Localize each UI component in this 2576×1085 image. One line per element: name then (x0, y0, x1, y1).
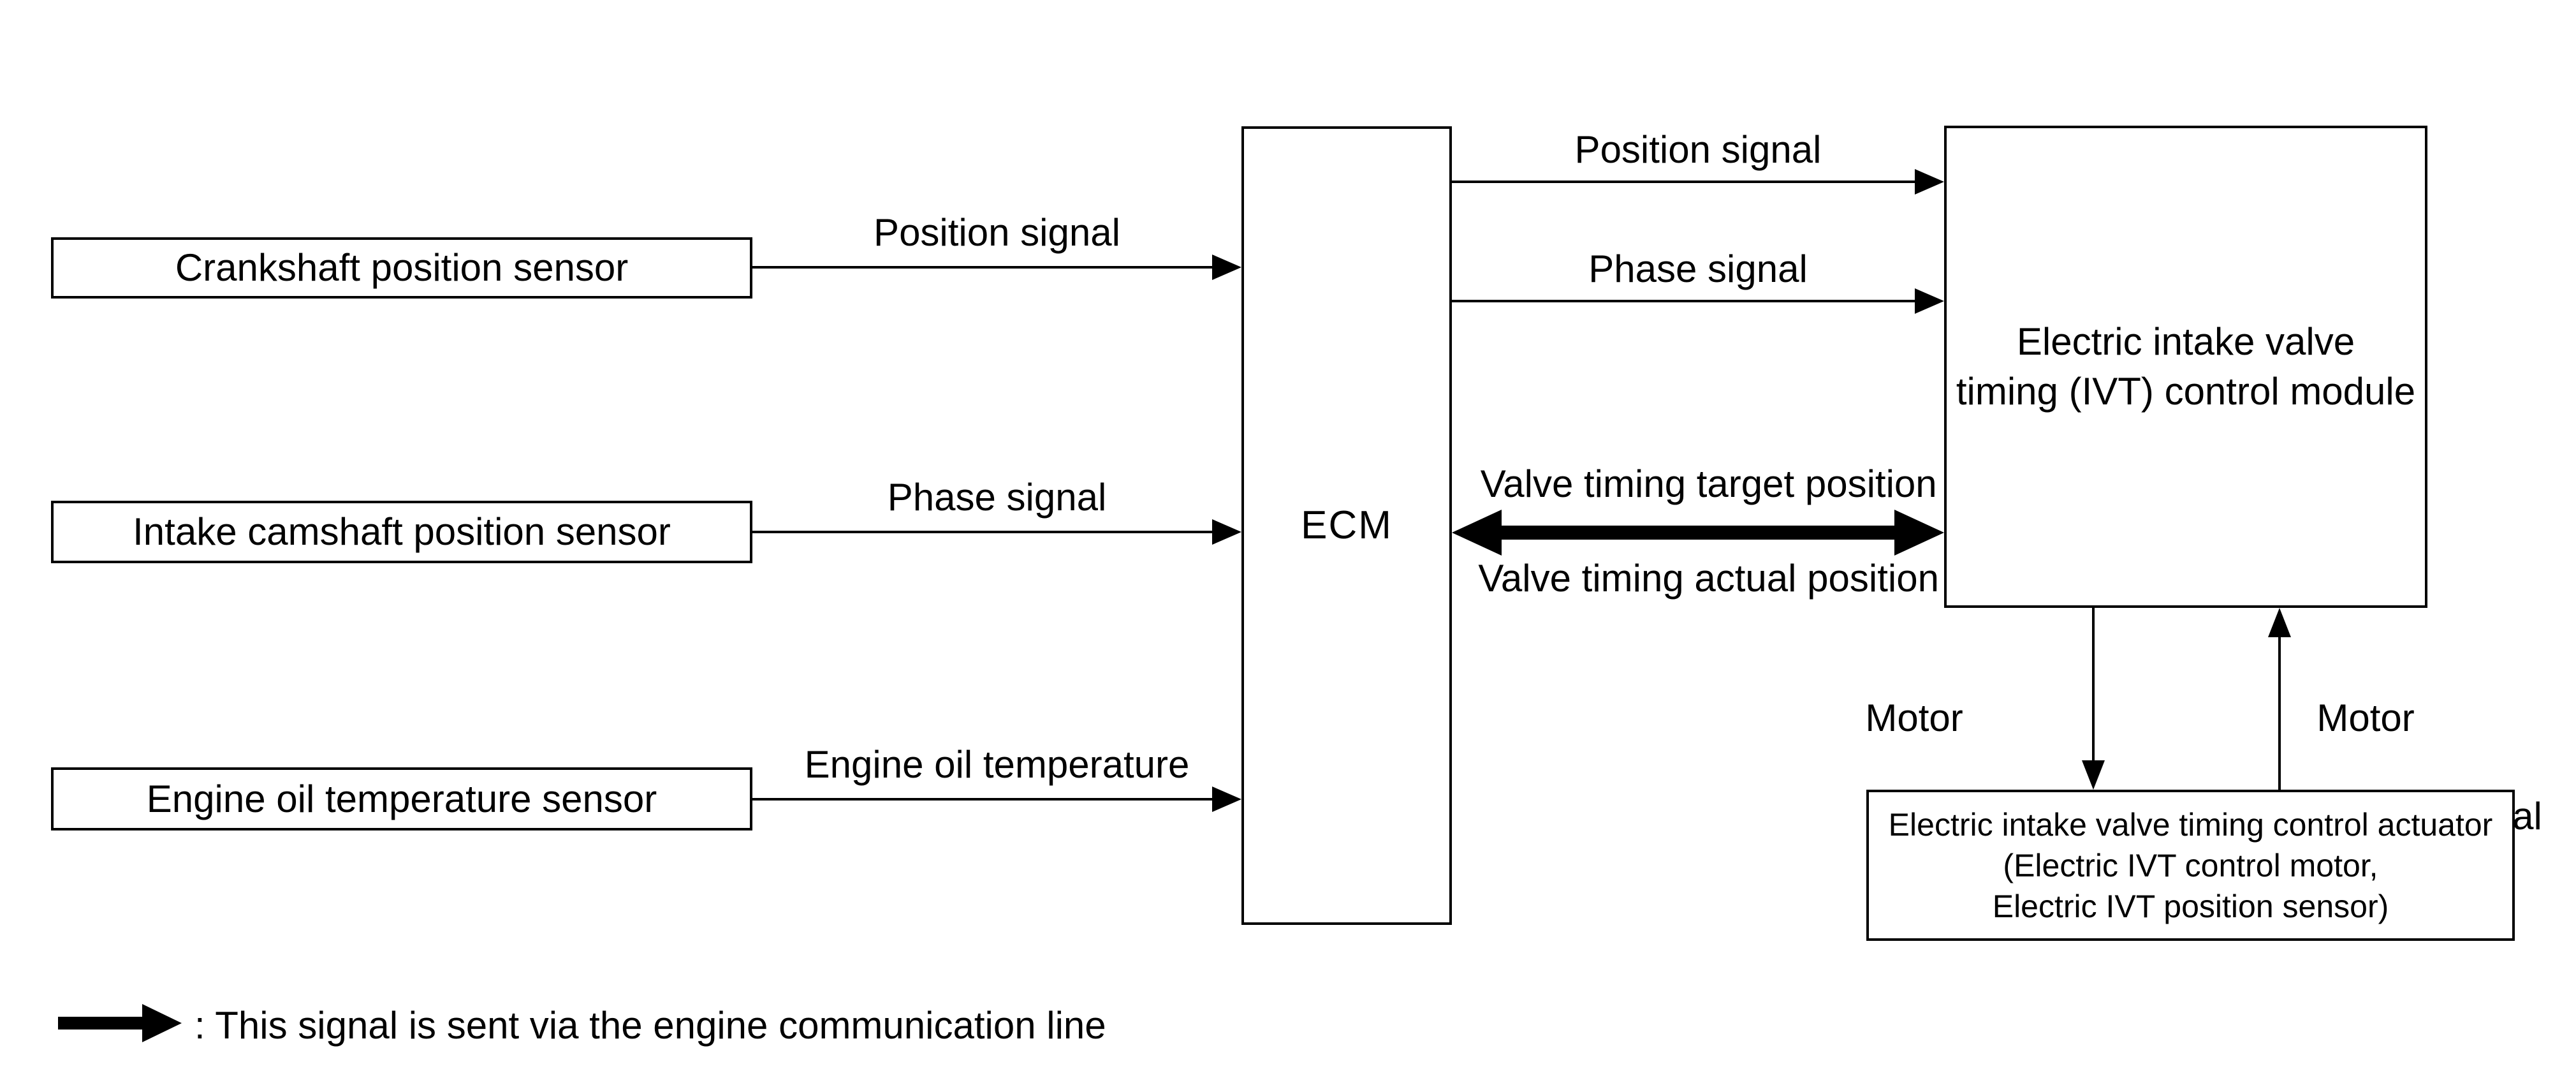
actuator-label-line3: Electric IVT position sensor) (1992, 888, 2389, 924)
ecm-label: ECM (1301, 503, 1393, 547)
arrow-line (752, 798, 1213, 801)
arrowhead-right-icon (1212, 786, 1241, 812)
label-engine-oil-temperature: Engine oil temperature (804, 743, 1190, 786)
actuator-label-line1: Electric intake valve timing control act… (1888, 806, 2493, 843)
arrow-line (1452, 181, 1916, 183)
legend-text: : This signal is sent via the engine com… (194, 1004, 1106, 1047)
sensor-box-crankshaft-label: Crankshaft position sensor (175, 246, 629, 289)
arrowhead-right-icon (1212, 255, 1241, 280)
sensor-box-oil-temperature: Engine oil temperature sensor (51, 767, 752, 830)
arrow-line (1452, 300, 1916, 302)
legend-arrowhead-right-icon (142, 1004, 182, 1042)
label-motor-sensor-line1: Motor (2316, 697, 2415, 739)
sensor-box-crankshaft: Crankshaft position sensor (51, 237, 752, 299)
label-valve-timing-target: Valve timing target position (1480, 462, 1937, 505)
bus-arrow-body (1498, 526, 1898, 540)
sensor-box-intake-camshaft-label: Intake camshaft position sensor (133, 510, 671, 553)
legend-arrow-body (58, 1017, 142, 1030)
arrowhead-right-icon (1894, 510, 1944, 556)
arrow-line (752, 266, 1213, 269)
sensor-box-intake-camshaft: Intake camshaft position sensor (51, 501, 752, 563)
actuator-label-line2: (Electric IVT control motor, (2003, 847, 2378, 883)
sensor-box-oil-temperature-label: Engine oil temperature sensor (146, 777, 657, 820)
actuator-box: Electric intake valve timing control act… (1866, 790, 2515, 941)
arrow-line (2092, 608, 2095, 762)
arrowhead-left-icon (1452, 510, 1502, 556)
ecm-box: ECM (1241, 126, 1452, 925)
label-valve-timing: Valve timing target position Valve timin… (1435, 413, 1961, 602)
label-position-signal-right: Position signal (1574, 128, 1822, 171)
ivt-module-label-line1: Electric intake valve (2016, 320, 2355, 363)
label-position-signal-left: Position signal (874, 211, 1120, 254)
arrowhead-down-icon (2082, 760, 2105, 790)
label-phase-signal-right: Phase signal (1588, 247, 1808, 290)
arrowhead-right-icon (1915, 288, 1944, 314)
arrowhead-up-icon (2268, 608, 2291, 637)
ivt-module-label-line2: timing (IVT) control module (1956, 370, 2416, 413)
arrowhead-right-icon (1915, 169, 1944, 195)
arrowhead-right-icon (1212, 519, 1241, 545)
arrow-line (2278, 636, 2281, 790)
ivt-module-box: Electric intake valve timing (IVT) contr… (1944, 126, 2427, 608)
label-valve-timing-actual: Valve timing actual position (1478, 557, 1939, 600)
label-phase-signal-left: Phase signal (887, 476, 1107, 519)
label-motor-control-line1: Motor (1865, 697, 1963, 739)
arrow-line (752, 531, 1213, 533)
